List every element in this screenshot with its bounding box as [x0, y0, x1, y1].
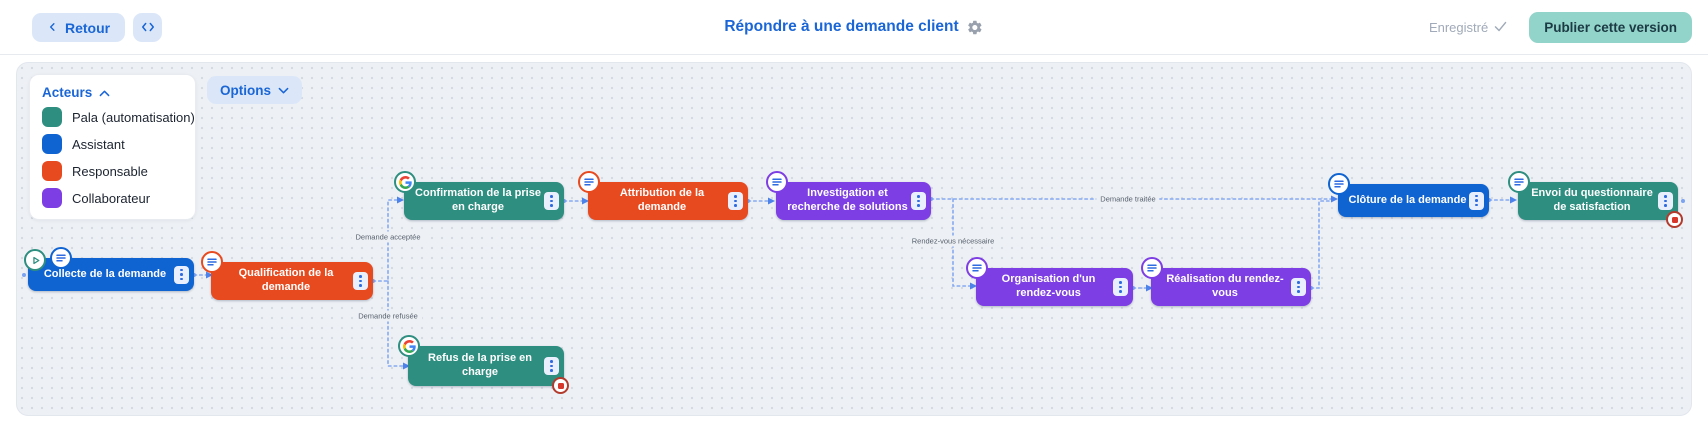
- chevron-left-icon: [47, 20, 58, 36]
- workflow-node-realisation[interactable]: Réalisation du rendez-vous: [1141, 257, 1311, 306]
- form-icon[interactable]: [966, 257, 988, 279]
- play-icon[interactable]: [24, 249, 46, 271]
- legend-title-label: Acteurs: [42, 85, 93, 100]
- legend-item-assistant: Assistant: [42, 134, 183, 154]
- legend-item-collaborateur: Collaborateur: [42, 188, 183, 208]
- workflow-node-refus[interactable]: Refus de la prise en charge: [398, 335, 569, 394]
- options-label: Options: [220, 82, 271, 98]
- kebab-menu-icon[interactable]: [174, 265, 189, 284]
- node-label: Qualification de la demande: [238, 267, 334, 293]
- actors-legend-panel: Acteurs Pala (automatisation) Assistant …: [29, 74, 196, 220]
- legend-item-pala: Pala (automatisation): [42, 107, 195, 127]
- node-label: Investigation et recherche de solutions: [787, 187, 908, 213]
- code-icon: [141, 20, 155, 36]
- chevron-down-icon: [278, 83, 289, 98]
- form-icon[interactable]: [1141, 257, 1163, 279]
- edge-label-demande-acceptee: Demande acceptée: [351, 231, 425, 243]
- node-label: Confirmation de la prise en charge: [415, 187, 541, 213]
- kebab-menu-icon[interactable]: [353, 272, 368, 290]
- actor-color-swatch: [42, 188, 62, 208]
- kebab-menu-icon[interactable]: [911, 192, 926, 210]
- form-icon[interactable]: [201, 251, 223, 273]
- gear-icon[interactable]: [967, 19, 984, 36]
- end-of-flow-icon: [552, 377, 569, 394]
- node-label: Clôture de la demande: [1348, 193, 1467, 206]
- actor-color-swatch: [42, 134, 62, 154]
- form-icon[interactable]: [1508, 171, 1530, 193]
- chevron-up-icon: [99, 85, 110, 100]
- header-bar: Retour Répondre à une demande client Enr…: [0, 0, 1708, 55]
- workflow-node-envoi[interactable]: Envoi du questionnaire de satisfaction: [1508, 171, 1683, 228]
- saved-status-text: Enregistré: [1428, 19, 1489, 35]
- kebab-menu-icon[interactable]: [544, 192, 559, 210]
- publish-version-button[interactable]: Publier cette version: [1529, 11, 1692, 43]
- actor-color-swatch: [42, 161, 62, 181]
- workflow-edges: [22, 195, 1685, 370]
- node-label: Attribution de la demande: [619, 187, 705, 213]
- kebab-menu-icon[interactable]: [544, 357, 559, 375]
- edge-label-demande-refusee: Demande refusée: [354, 310, 422, 322]
- workflow-node-qualification[interactable]: Qualification de la demande: [201, 251, 373, 300]
- node-label: Collecte de la demande: [43, 267, 167, 280]
- page-title: Répondre à une demande client: [724, 18, 959, 35]
- end-of-flow-icon: [1666, 211, 1683, 228]
- workflow-node-confirmation[interactable]: Confirmation de la prise en charge: [394, 171, 564, 220]
- kebab-menu-icon[interactable]: [1469, 191, 1484, 210]
- form-icon[interactable]: [766, 171, 788, 193]
- edge-label-demande-traitee: Demande traitée: [1096, 193, 1160, 205]
- legend-item-label: Collaborateur: [72, 190, 151, 206]
- legend-item-responsable: Responsable: [42, 161, 183, 181]
- legend-item-label: Assistant: [72, 136, 125, 152]
- kebab-menu-icon[interactable]: [1658, 192, 1673, 210]
- legend-item-label: Responsable: [72, 163, 148, 179]
- google-icon[interactable]: [394, 171, 416, 193]
- node-label: Refus de la prise en charge: [428, 352, 532, 378]
- code-view-button[interactable]: [133, 13, 163, 42]
- form-icon[interactable]: [1328, 173, 1350, 195]
- form-icon[interactable]: [50, 247, 72, 269]
- edge-label-rendez-vous-necessaire: Rendez-vous nécessaire: [907, 235, 999, 247]
- options-dropdown-button[interactable]: Options: [207, 76, 302, 104]
- node-label: Envoi du questionnaire de satisfaction: [1531, 187, 1653, 213]
- actor-color-swatch: [42, 107, 62, 127]
- workflow-node-investigation[interactable]: Investigation et recherche de solutions: [766, 171, 931, 220]
- check-icon: [1494, 20, 1507, 35]
- back-button[interactable]: Retour: [32, 13, 126, 42]
- kebab-menu-icon[interactable]: [728, 192, 743, 210]
- google-icon[interactable]: [398, 335, 420, 357]
- workflow-node-collecte[interactable]: Collecte de la demande: [24, 247, 194, 291]
- form-icon[interactable]: [578, 171, 600, 193]
- workflow-canvas[interactable]: Demande acceptée Demande refusée Rendez-…: [16, 62, 1692, 416]
- kebab-menu-icon[interactable]: [1291, 278, 1306, 296]
- workflow-node-cloture[interactable]: Clôture de la demande: [1328, 173, 1489, 217]
- legend-item-label: Pala (automatisation): [72, 109, 195, 125]
- back-button-label: Retour: [65, 19, 111, 36]
- node-label: Organisation d'un rendez-vous: [1001, 273, 1096, 299]
- legend-toggle[interactable]: Acteurs: [42, 85, 183, 100]
- workflow-node-organisation[interactable]: Organisation d'un rendez-vous: [966, 257, 1133, 306]
- node-label: Réalisation du rendez-vous: [1166, 273, 1284, 299]
- workflow-node-attribution[interactable]: Attribution de la demande: [578, 171, 748, 220]
- kebab-menu-icon[interactable]: [1113, 278, 1128, 296]
